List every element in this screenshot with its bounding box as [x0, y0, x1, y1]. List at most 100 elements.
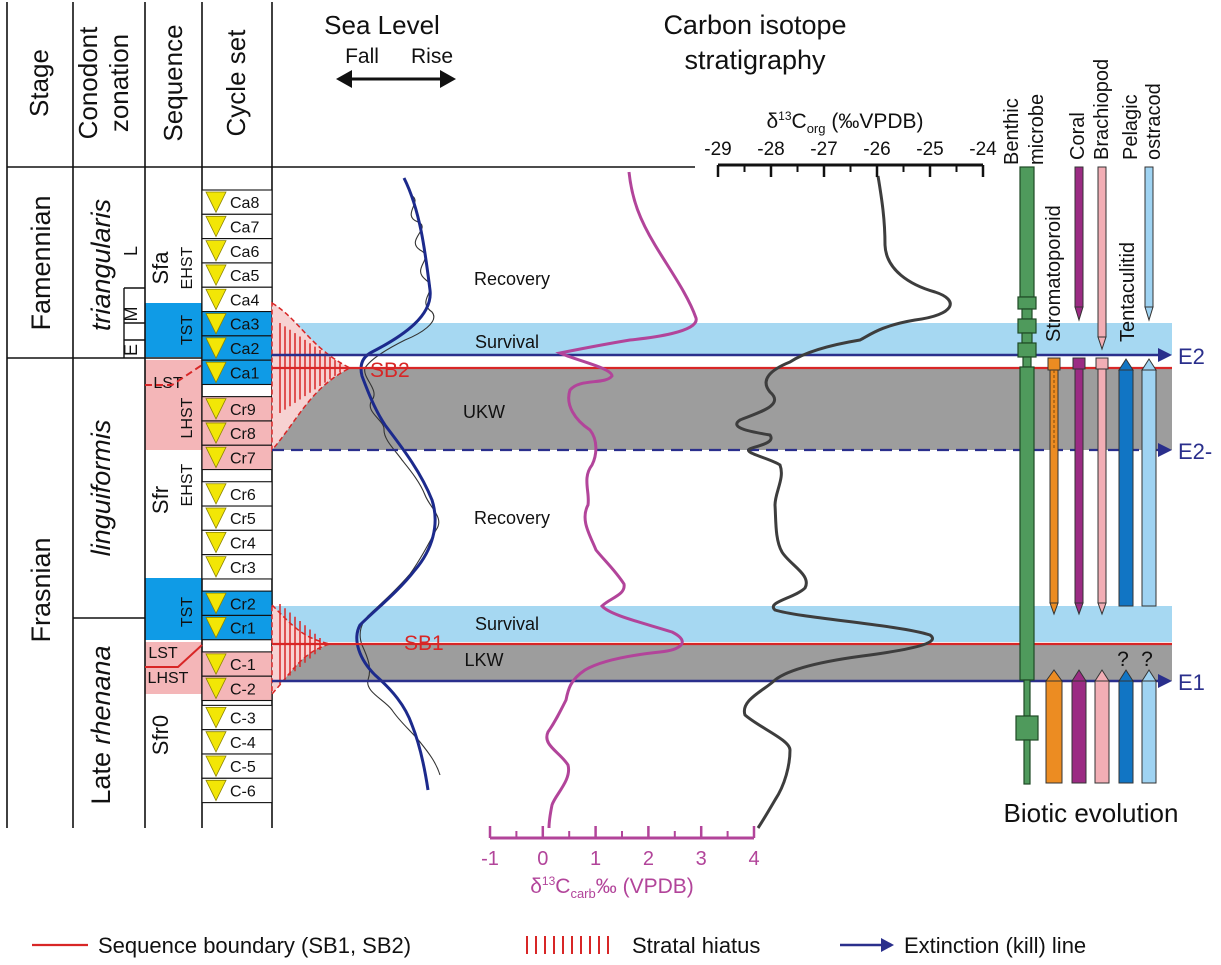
- cycle-triangle: [205, 592, 227, 615]
- range-coral: [1071, 166, 1087, 784]
- sea-level-long-term-curve: [355, 177, 437, 791]
- systems-tracts: EHST TST LST LHST EHST TST LST LHST: [148, 246, 196, 687]
- cycle-label-c-2: C-2: [230, 681, 256, 698]
- carbon-title-2: stratigraphy: [684, 45, 826, 75]
- ccarb-tick-label: 3: [696, 848, 707, 870]
- taxon-pelagic-1: Pelagic: [1120, 94, 1142, 160]
- ccarb-tick-label: 1: [590, 848, 601, 870]
- sequence-sfa: Sfa: [148, 251, 173, 285]
- tract-lst-upper: LST: [153, 375, 183, 392]
- corg-tick-label: -24: [969, 139, 997, 160]
- ccarb-title-c: C: [555, 875, 570, 898]
- cycle-triangle: [205, 779, 227, 802]
- label-lkw: LKW: [464, 650, 503, 670]
- cycle-label-cr1: Cr1: [230, 621, 256, 638]
- cycle-triangle: [205, 264, 227, 287]
- label-recovery-upper: Recovery: [474, 269, 550, 289]
- cycle-triangle: [205, 755, 227, 778]
- tract-ehst-lower: EHST: [179, 463, 196, 506]
- cycle-triangle: [205, 706, 227, 729]
- taxon-stromatoporoid: Stromatoporoid: [1043, 205, 1065, 342]
- cycle-triangle: [205, 446, 227, 469]
- tract-tst-upper: TST: [179, 315, 196, 345]
- cycle-label-cr8: Cr8: [230, 426, 256, 443]
- zone-late-prefix: Late: [86, 752, 116, 805]
- cycle-triangle: [205, 361, 227, 384]
- cycle-label-ca3: Ca3: [230, 317, 259, 334]
- cycle-triangle: [205, 556, 227, 578]
- cycle-triangle: [205, 507, 227, 530]
- cycle-triangle: [205, 731, 227, 753]
- subzone-M: M: [121, 307, 141, 322]
- zone-linguiformis: linguiformis: [86, 420, 116, 557]
- taxon-coral: Coral: [1067, 112, 1089, 160]
- cycle-triangle: [205, 240, 227, 262]
- org-isotope-curve: [735, 175, 952, 829]
- svg-text:Late rhenana: Late rhenana: [86, 645, 116, 804]
- sea-level-title: Sea Level: [324, 10, 440, 40]
- cycle-label-cr5: Cr5: [230, 511, 256, 528]
- cycle-label-c-6: C-6: [230, 783, 256, 800]
- cycle-label-ca5: Ca5: [230, 268, 259, 285]
- ccarb-tick-label: 2: [643, 848, 654, 870]
- triangularis-subzones: L M E: [121, 246, 145, 358]
- cycle-label-ca8: Ca8: [230, 195, 259, 212]
- cycle-label-ca7: Ca7: [230, 219, 259, 236]
- cycle-triangle: [205, 215, 227, 238]
- taxon-benthic-1: Benthic: [1001, 98, 1023, 165]
- label-recovery-lower: Recovery: [474, 508, 550, 528]
- upper-tst-band: [145, 303, 202, 357]
- corg-title-delta: δ: [766, 110, 778, 133]
- ccarb-title-delta: δ: [530, 875, 542, 898]
- cycle-label-ca2: Ca2: [230, 341, 259, 358]
- carbon-title-1: Carbon isotope: [663, 10, 846, 40]
- cycle-triangle: [205, 531, 227, 554]
- lower-tst-band: [145, 578, 202, 640]
- tract-tst-lower: TST: [179, 597, 196, 627]
- question-mark-tentaculitid: ?: [1117, 648, 1129, 671]
- carb-isotope-curve: [545, 171, 698, 829]
- range-brachiopod: [1094, 166, 1110, 784]
- range-benthic-microbe: [1015, 166, 1039, 785]
- legend-sequence-boundary-label: Sequence boundary (SB1, SB2): [98, 933, 411, 958]
- cycle-label-cr9: Cr9: [230, 402, 256, 419]
- range-tentaculitid: [1118, 358, 1134, 784]
- header-sequence: Sequence: [158, 24, 188, 141]
- corg-tick-label: -26: [863, 139, 890, 160]
- subzone-E: E: [121, 344, 141, 356]
- sea-level-rise: Rise: [411, 45, 453, 68]
- label-survival-upper: Survival: [475, 332, 539, 352]
- corg-tick-label: -28: [757, 139, 784, 160]
- legend-kill-line-label: Extinction (kill) line: [904, 933, 1086, 958]
- corg-axis-title: δ13Corg (‰VPDB): [766, 109, 923, 136]
- cycle-label-cr2: Cr2: [230, 596, 256, 613]
- zone-rhenana: rhenana: [86, 645, 116, 744]
- cycle-label-c-1: C-1: [230, 657, 256, 674]
- cycle-triangle: [205, 191, 227, 214]
- header-conodont-2: zonation: [104, 34, 134, 132]
- header-stage: Stage: [24, 49, 54, 117]
- header-cycle-set: Cycle set: [221, 29, 251, 137]
- cycle-label-cr7: Cr7: [230, 450, 256, 467]
- taxon-labels: Benthic microbe Stromatoporoid Coral Bra…: [1001, 59, 1165, 342]
- kill-line-e2-arrowhead: [1158, 348, 1172, 362]
- interval-labels: Recovery Survival UKW Recovery Survival …: [463, 269, 550, 670]
- label-survival-lower: Survival: [475, 614, 539, 634]
- ccarb-title-sup: 13: [542, 874, 556, 888]
- sequence-sfr: Sfr: [148, 486, 173, 514]
- subzone-L: L: [121, 246, 141, 256]
- label-e2-minus: E2-: [1178, 439, 1212, 464]
- cycle-column: Ca8Ca7Ca6Ca5Ca4Ca3Ca2Ca1Cr9Cr8Cr7Cr6Cr5C…: [201, 189, 273, 804]
- zone-late-rhenana: Late rhenana: [86, 645, 116, 804]
- question-mark-ostracod: ?: [1141, 648, 1153, 671]
- corg-title-unit: (‰VPDB): [826, 110, 924, 133]
- taxon-brachiopod: Brachiopod: [1091, 59, 1113, 160]
- taxon-pelagic-2: ostracod: [1143, 83, 1165, 160]
- tract-lhst-upper: LHST: [179, 397, 196, 438]
- zone-triangularis: triangularis: [86, 199, 116, 331]
- ccarb-tick-label: 4: [748, 848, 759, 870]
- stage-frasnian: Frasnian: [26, 537, 56, 642]
- cycle-label-cr3: Cr3: [230, 560, 256, 577]
- sea-level-arrow: [336, 70, 456, 88]
